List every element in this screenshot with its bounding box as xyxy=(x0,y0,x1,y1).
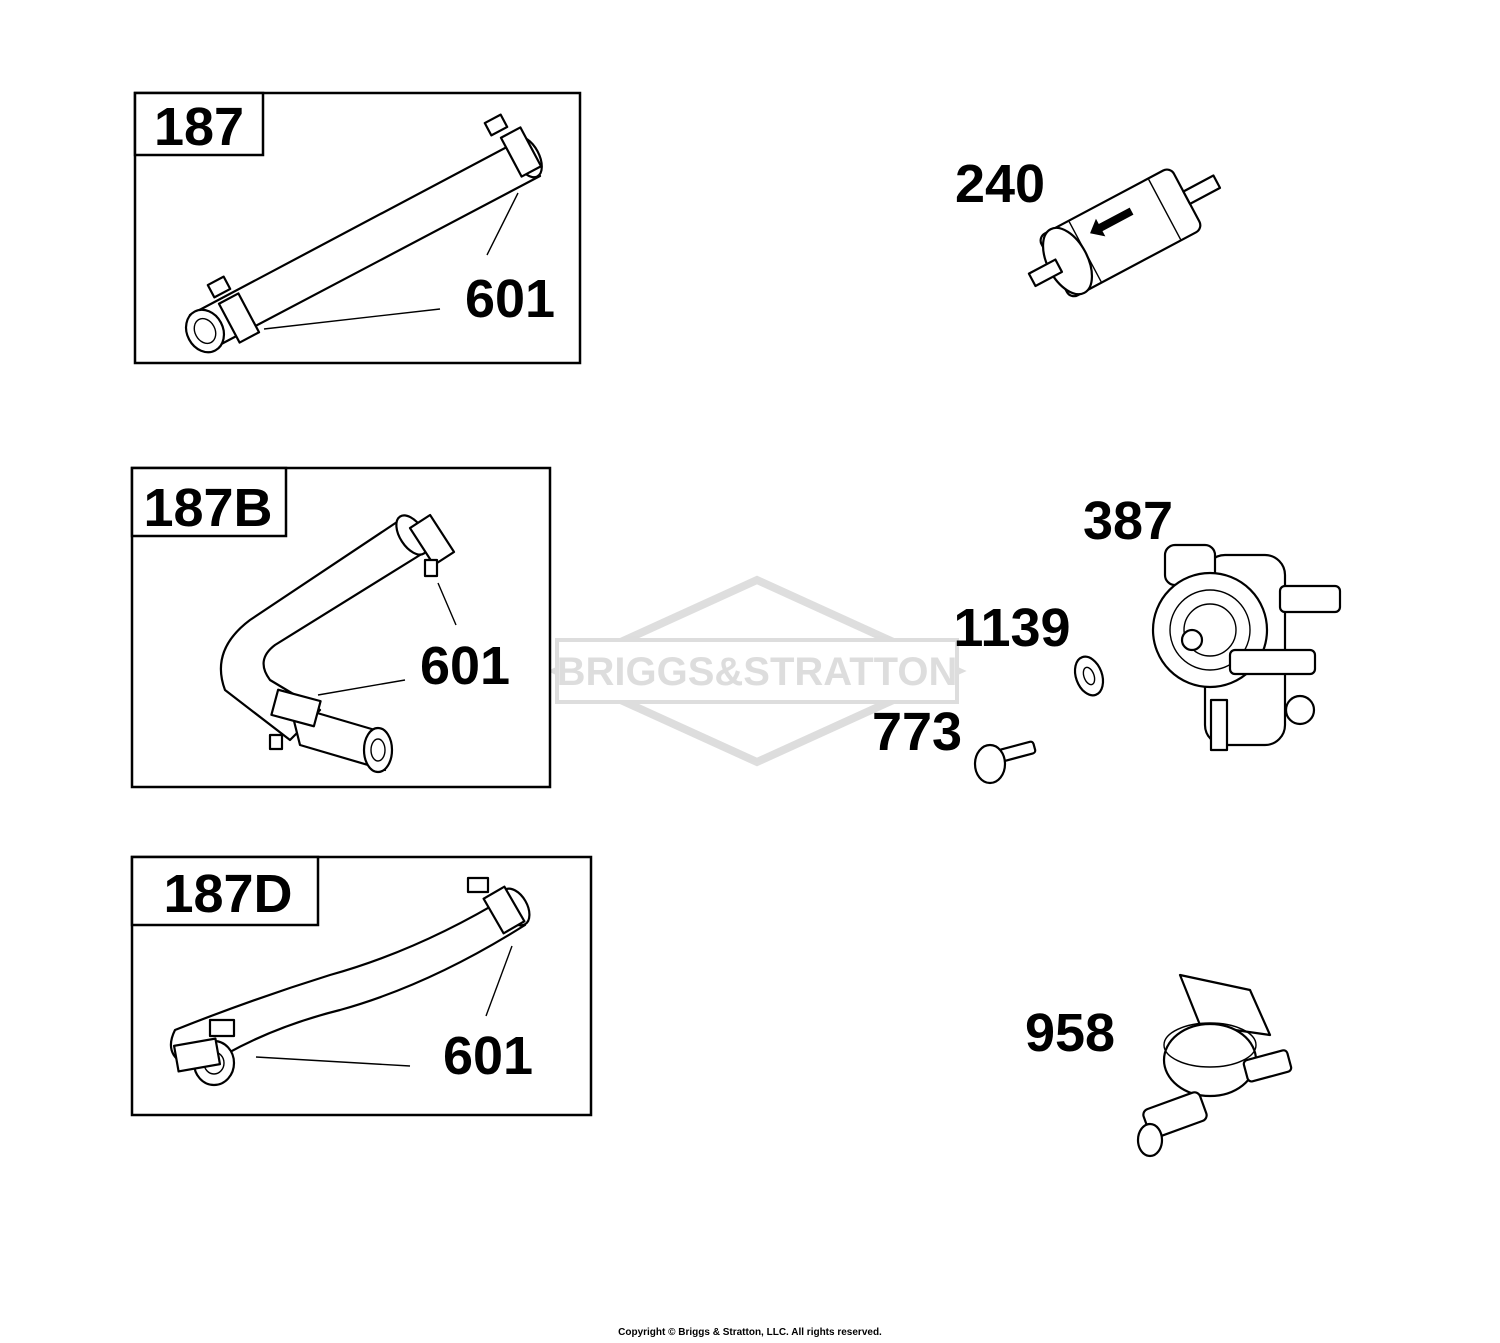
copyright-notice: Copyright © Briggs & Stratton, LLC. All … xyxy=(618,1327,882,1338)
hose-clamp-icon xyxy=(172,876,526,1073)
kit-187b-callout: 601 xyxy=(420,636,510,696)
part-773[interactable]: 773 xyxy=(872,702,1037,785)
washer-icon xyxy=(1073,655,1105,697)
kit-187d-label: 187D xyxy=(163,864,292,924)
part-958-label: 958 xyxy=(1025,1003,1115,1063)
part-387-label: 387 xyxy=(1083,491,1173,551)
shutoff-valve-icon xyxy=(1136,973,1293,1158)
part-240[interactable]: 240 xyxy=(955,150,1234,312)
kit-187-box[interactable]: 187 601 xyxy=(133,91,582,365)
part-240-label: 240 xyxy=(955,154,1045,214)
kit-187-label: 187 xyxy=(154,97,244,157)
part-1139-label: 1139 xyxy=(953,598,1070,658)
watermark-text: BRIGGS&STRATTON xyxy=(557,650,958,694)
part-958[interactable]: 958 xyxy=(1025,973,1293,1158)
hose-clamp-icon xyxy=(268,513,456,751)
fuel-pump-icon xyxy=(1151,543,1342,752)
hose-clamp-icon xyxy=(206,113,543,344)
kit-187-callout: 601 xyxy=(465,269,555,329)
rivet-icon xyxy=(973,740,1037,785)
part-387[interactable]: 387 xyxy=(1083,491,1342,752)
fuel-filter-icon xyxy=(1027,168,1222,298)
kit-187b-label: 187B xyxy=(143,478,272,538)
kit-187d-box[interactable]: 187D 601 xyxy=(130,855,593,1117)
part-1139[interactable]: 1139 xyxy=(953,598,1108,699)
kit-187d-callout: 601 xyxy=(443,1026,533,1086)
watermark: BRIGGS&STRATTON xyxy=(547,575,967,767)
part-773-label: 773 xyxy=(872,702,962,762)
kit-187b-box[interactable]: 187B 601 xyxy=(130,466,552,789)
